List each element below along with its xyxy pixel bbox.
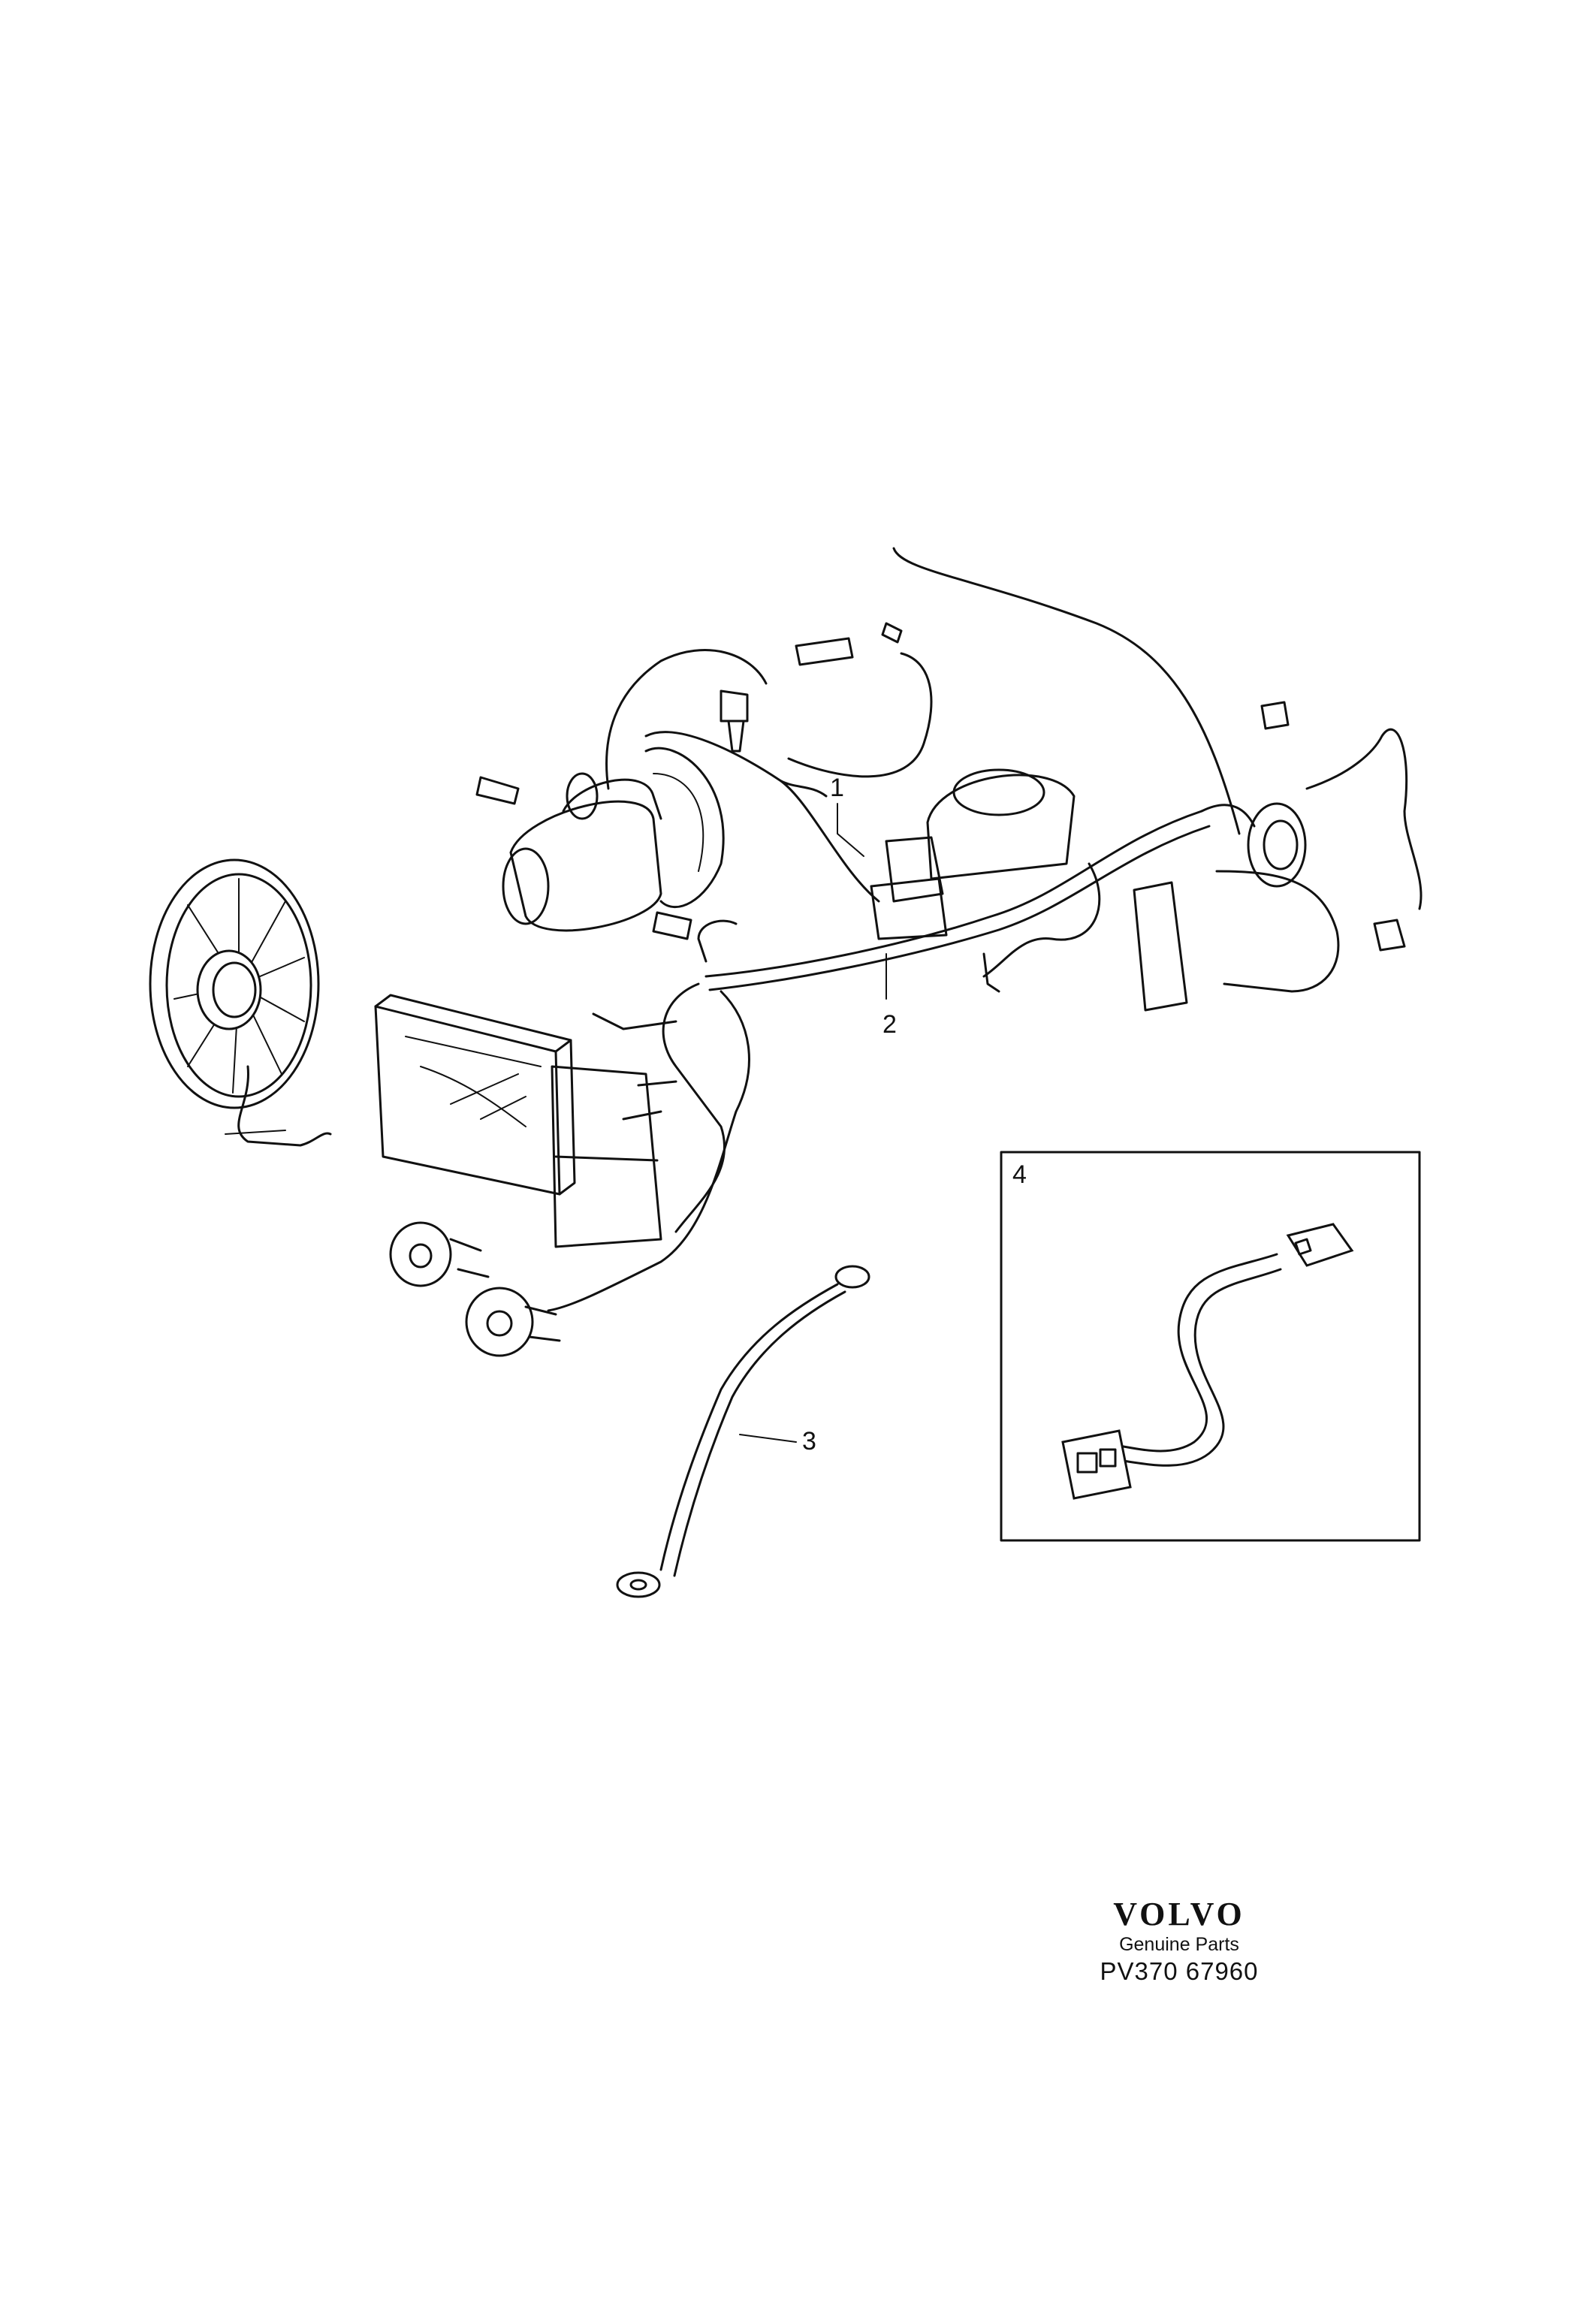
callout-leaders (739, 803, 887, 1443)
radiator-fan (149, 858, 332, 1147)
callout-2: 2 (882, 1010, 897, 1039)
main-wiring-harness (547, 547, 1423, 1312)
headlamp (374, 994, 662, 1248)
volvo-logo: VOLVO (1113, 1896, 1245, 1932)
battery-cable (616, 1265, 870, 1598)
diagram-code: PV370 67960 (1100, 1957, 1259, 1985)
inset-frame (1000, 1151, 1421, 1542)
bulkhead-connectors (1133, 701, 1406, 1012)
adapter-harness (1061, 1223, 1354, 1500)
brand-subtitle: Genuine Parts (1119, 1934, 1239, 1955)
horns (389, 1221, 561, 1357)
brand-block: VOLVO Genuine Parts PV370 67960 (1082, 1896, 1277, 1987)
callout-3: 3 (802, 1427, 816, 1456)
sensors (652, 622, 903, 940)
starter-motor (475, 747, 725, 932)
callout-1: 1 (830, 774, 844, 802)
callout-4: 4 (1012, 1160, 1027, 1189)
ignition-housing (870, 768, 1076, 940)
